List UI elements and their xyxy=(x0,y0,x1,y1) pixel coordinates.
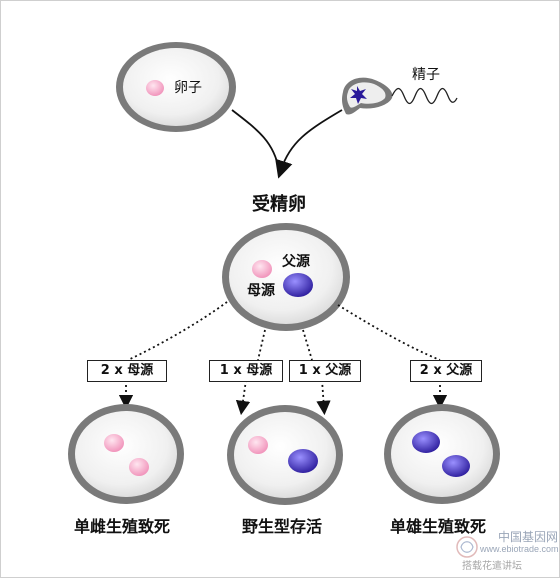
watermark-title: 中国基因网 xyxy=(498,530,559,544)
gynogenetic-label: 单雌生殖致死 xyxy=(74,517,171,536)
branch-to-box-1 xyxy=(127,301,228,361)
gynogenetic-cell xyxy=(68,404,184,504)
egg-pronucleus xyxy=(146,80,164,96)
watermark-logo xyxy=(456,536,478,558)
zygote-label: 受精卵 xyxy=(252,194,306,215)
egg-to-zygote-arrow xyxy=(231,109,280,171)
box-two-paternal: 2 x 父源 xyxy=(410,360,482,382)
watermark-url: www.ebiotrade.com xyxy=(480,544,559,554)
wild-type-label: 野生型存活 xyxy=(242,517,323,536)
branch-arrows xyxy=(118,301,448,416)
paternal-pronucleus-b xyxy=(442,455,470,477)
box-one-paternal: 1 x 父源 xyxy=(289,360,361,382)
zygote-cell xyxy=(222,223,350,331)
paternal-pronucleus xyxy=(288,449,318,473)
paternal-label: 父源 xyxy=(282,254,310,270)
maternal-pronucleus-a xyxy=(104,434,124,452)
sperm-nucleus-star xyxy=(350,86,367,104)
branch-to-box-2 xyxy=(257,329,266,361)
box-two-maternal: 2 x 母源 xyxy=(87,360,167,382)
paternal-pronucleus-a xyxy=(412,431,440,453)
box-3-to-cell xyxy=(316,379,331,416)
box-one-maternal: 1 x 母源 xyxy=(209,360,283,382)
androgenetic-label: 单雄生殖致死 xyxy=(390,517,487,536)
wild-type-cell xyxy=(227,405,343,505)
sperm-to-zygote-arrow xyxy=(275,109,343,179)
maternal-pronucleus-b xyxy=(129,458,149,476)
sperm-label: 精子 xyxy=(412,67,440,83)
sperm-cell xyxy=(342,77,458,115)
maternal-pronucleus xyxy=(248,436,268,454)
branch-to-box-4 xyxy=(337,304,441,361)
egg-cell xyxy=(116,42,236,132)
zygote-paternal-pronucleus xyxy=(283,273,313,297)
maternal-label: 母源 xyxy=(247,283,275,299)
branch-to-box-3 xyxy=(302,329,313,361)
watermark-sub: 搭载花遣讲坛 xyxy=(462,561,522,572)
box-2-to-cell xyxy=(235,379,251,416)
egg-label: 卵子 xyxy=(174,80,202,96)
sperm-tail xyxy=(391,87,458,105)
androgenetic-cell xyxy=(384,404,500,504)
zygote-maternal-pronucleus xyxy=(252,260,272,278)
